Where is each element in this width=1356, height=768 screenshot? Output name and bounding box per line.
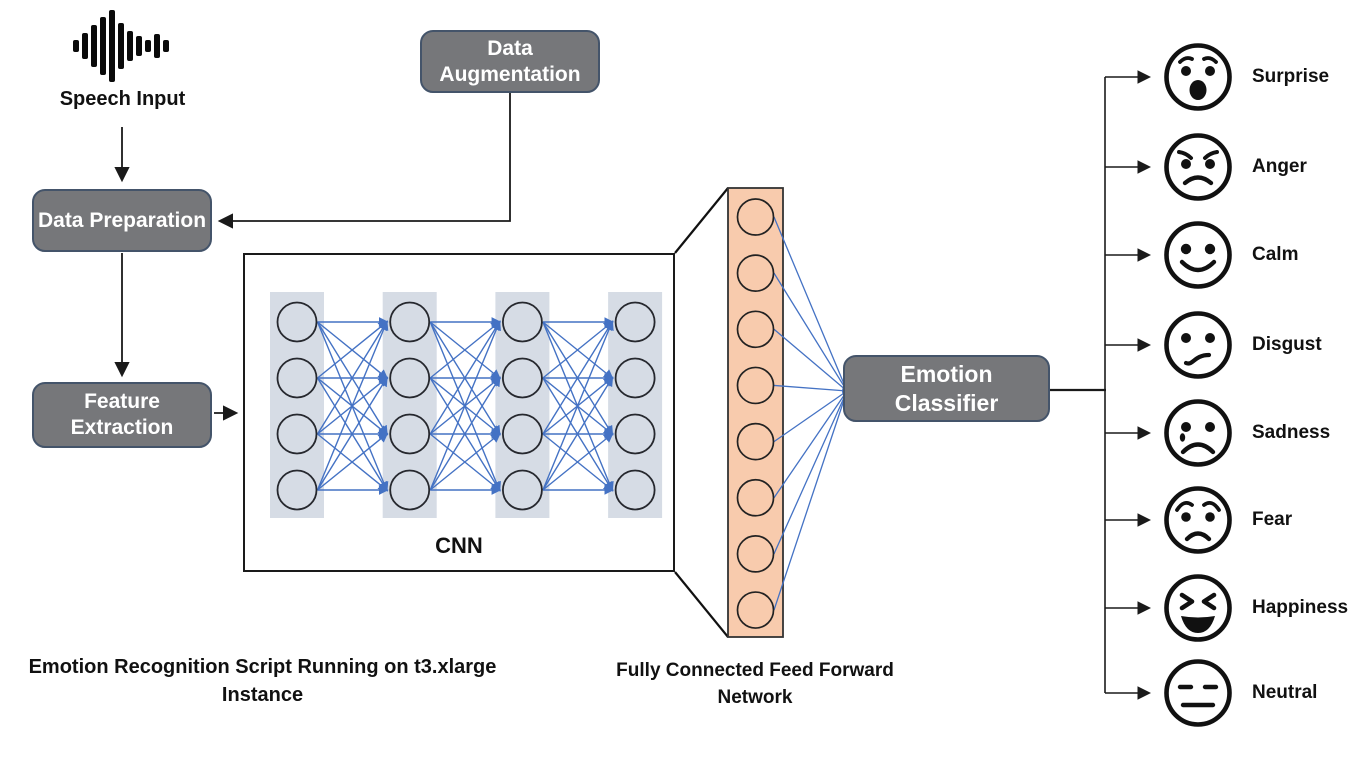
emotion-output-fear: Fear [1161, 483, 1292, 557]
ffn-caption: Fully Connected Feed Forward Network [616, 660, 894, 708]
fear-face-icon [1164, 486, 1232, 554]
data-augmentation-label: Data Augmentation [439, 36, 581, 86]
surprise-face-icon [1164, 43, 1232, 111]
data-preparation-box: Data Preparation [32, 189, 212, 252]
emotion-label: Neutral [1252, 682, 1318, 703]
happiness-face-icon [1164, 574, 1232, 642]
emotion-label: Anger [1252, 156, 1307, 177]
emotion-output-happiness: Happiness [1161, 571, 1348, 645]
emotion-label: Surprise [1252, 66, 1330, 87]
instance-caption: Emotion Recognition Script Running on t3… [28, 656, 497, 707]
emotion-output-calm: Calm [1161, 218, 1298, 292]
emotion-output-anger: Anger [1161, 130, 1307, 204]
audio-waveform-icon [73, 8, 169, 84]
emotion-output-neutral: Neutral [1161, 656, 1317, 730]
cnn-label: CNN [435, 533, 483, 558]
neutral-face-icon [1164, 659, 1232, 727]
feature-extraction-box: Feature Extraction [32, 382, 212, 448]
calm-face-icon [1164, 221, 1232, 289]
sadness-face-icon [1164, 399, 1232, 467]
emotion-label: Disgust [1252, 334, 1322, 355]
data-augmentation-box: Data Augmentation [420, 30, 600, 93]
emotion-output-surprise: Surprise [1161, 40, 1329, 114]
emotion-label: Happiness [1252, 597, 1349, 618]
feature-extraction-label: Feature Extraction [70, 390, 174, 439]
speech-input-label: Speech Input [59, 88, 186, 110]
emotion-label: Sadness [1252, 422, 1331, 443]
emotion-output-disgust: Disgust [1161, 308, 1322, 382]
anger-face-icon [1164, 133, 1232, 201]
emotion-label: Fear [1252, 509, 1293, 530]
emotion-label: Calm [1252, 244, 1299, 265]
emotion-classifier-box: Emotion Classifier [843, 355, 1050, 422]
emotion-classifier-label: Emotion Classifier [894, 361, 999, 416]
data-preparation-label: Data Preparation [37, 208, 207, 232]
emotion-output-sadness: Sadness [1161, 396, 1330, 470]
disgust-face-icon [1164, 311, 1232, 379]
